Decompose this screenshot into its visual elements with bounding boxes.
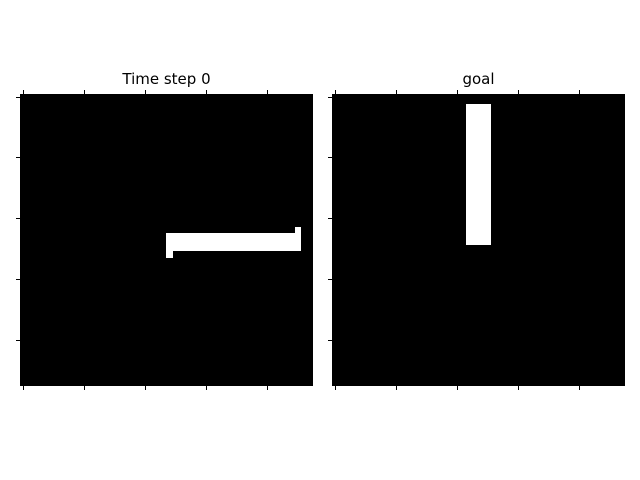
tick-right-x-bottom-4 — [518, 386, 519, 390]
goal-bar — [466, 104, 491, 245]
tick-left-x-bottom-2 — [84, 386, 85, 390]
tick-right-y-5 — [328, 340, 332, 341]
tick-left-y-4 — [16, 279, 20, 280]
panel-title-current: Time step 0 — [122, 70, 211, 88]
tick-right-x-top-3 — [457, 90, 458, 94]
tick-left-y-3 — [16, 218, 20, 219]
panel-title-goal: goal — [462, 70, 495, 88]
tick-left-x-top-4 — [206, 90, 207, 94]
tick-left-x-top-1 — [23, 90, 24, 94]
tick-right-x-bottom-5 — [579, 386, 580, 390]
current-bar-notch-left — [166, 250, 173, 258]
tick-right-x-top-2 — [396, 90, 397, 94]
tick-left-x-top-3 — [145, 90, 146, 94]
tick-left-x-bottom-4 — [206, 386, 207, 390]
tick-left-x-bottom-5 — [267, 386, 268, 390]
tick-left-y-5 — [16, 340, 20, 341]
current-bar-notch-right — [295, 227, 301, 234]
tick-right-x-bottom-2 — [396, 386, 397, 390]
tick-left-x-bottom-3 — [145, 386, 146, 390]
tick-left-x-bottom-1 — [23, 386, 24, 390]
tick-right-y-1 — [328, 97, 332, 98]
tick-right-x-top-4 — [518, 90, 519, 94]
tick-right-x-bottom-3 — [457, 386, 458, 390]
tick-right-y-2 — [328, 157, 332, 158]
tick-right-x-bottom-1 — [335, 386, 336, 390]
tick-left-x-top-5 — [267, 90, 268, 94]
tick-right-y-3 — [328, 218, 332, 219]
tick-left-y-1 — [16, 97, 20, 98]
goal-state-grid — [332, 94, 625, 386]
tick-left-y-2 — [16, 157, 20, 158]
current-state-grid — [20, 94, 313, 386]
tick-right-x-top-1 — [335, 90, 336, 94]
tick-right-x-top-5 — [579, 90, 580, 94]
tick-right-y-4 — [328, 279, 332, 280]
tick-left-x-top-2 — [84, 90, 85, 94]
current-bar-main — [166, 233, 301, 251]
